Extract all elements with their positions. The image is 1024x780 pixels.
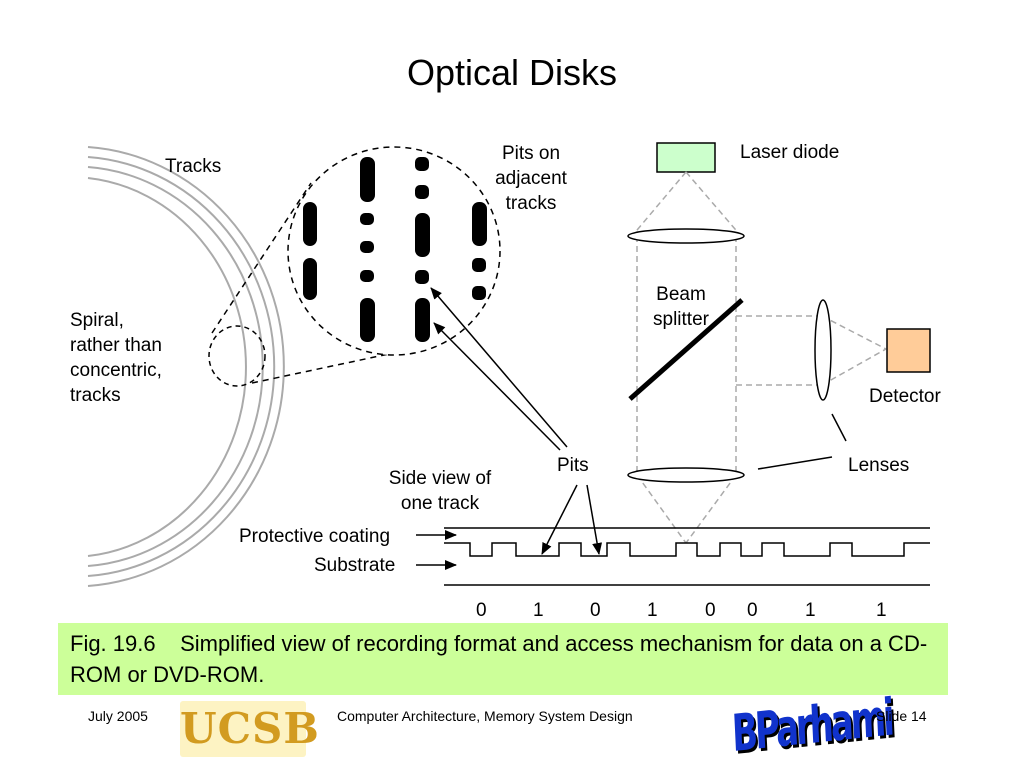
slide-title: Optical Disks <box>406 52 618 93</box>
bit-label: 1 <box>876 600 887 621</box>
detector <box>886 328 931 373</box>
bit-label: 0 <box>476 600 487 621</box>
side-view-label: Side view of one track <box>388 468 492 514</box>
zoom-source-circle <box>208 325 266 387</box>
track-side-view <box>444 527 930 586</box>
laser-diode <box>656 142 716 173</box>
bit-label: 0 <box>747 600 758 621</box>
footer-date: July 2005 <box>88 708 148 724</box>
bit-label: 0 <box>705 600 716 621</box>
detector-label: Detector <box>869 386 941 407</box>
figure-number: Fig. 19.6 <box>70 631 156 656</box>
tracks-label: Tracks <box>165 156 222 177</box>
ucsb-logo: UCSB <box>180 701 319 757</box>
figure-caption: Fig. 19.6 Simplified view of recording f… <box>58 623 948 695</box>
beam-splitter-label: Beam splitter <box>653 284 709 330</box>
beam-splitter <box>628 298 744 401</box>
footer-course: Computer Architecture, Memory System Des… <box>337 708 633 724</box>
spiral-label: Spiral, rather than concentric, tracks <box>70 310 162 406</box>
right-lens <box>814 299 832 401</box>
bit-label: 1 <box>647 600 658 621</box>
pits-adjacent-label: Pits on adjacent tracks <box>495 143 567 214</box>
protective-coating-label: Protective coating <box>239 526 391 547</box>
laser-diode-label: Laser diode <box>740 142 840 163</box>
pits-label: Pits <box>557 455 589 476</box>
bit-label: 1 <box>805 600 816 621</box>
lower-lens <box>627 467 745 483</box>
figure-caption-text: Simplified view of recording format and … <box>70 631 928 687</box>
upper-lens <box>627 228 745 244</box>
substrate-label: Substrate <box>314 555 396 576</box>
optical-disk-diagram <box>87 142 931 587</box>
footer-slide-number: Slide 14 <box>876 708 927 724</box>
pits-zoom-view <box>287 146 501 356</box>
author-logo: BParhami <box>730 688 894 765</box>
lenses-label: Lenses <box>848 455 910 476</box>
bit-label: 1 <box>533 600 544 621</box>
bit-label: 0 <box>590 600 601 621</box>
